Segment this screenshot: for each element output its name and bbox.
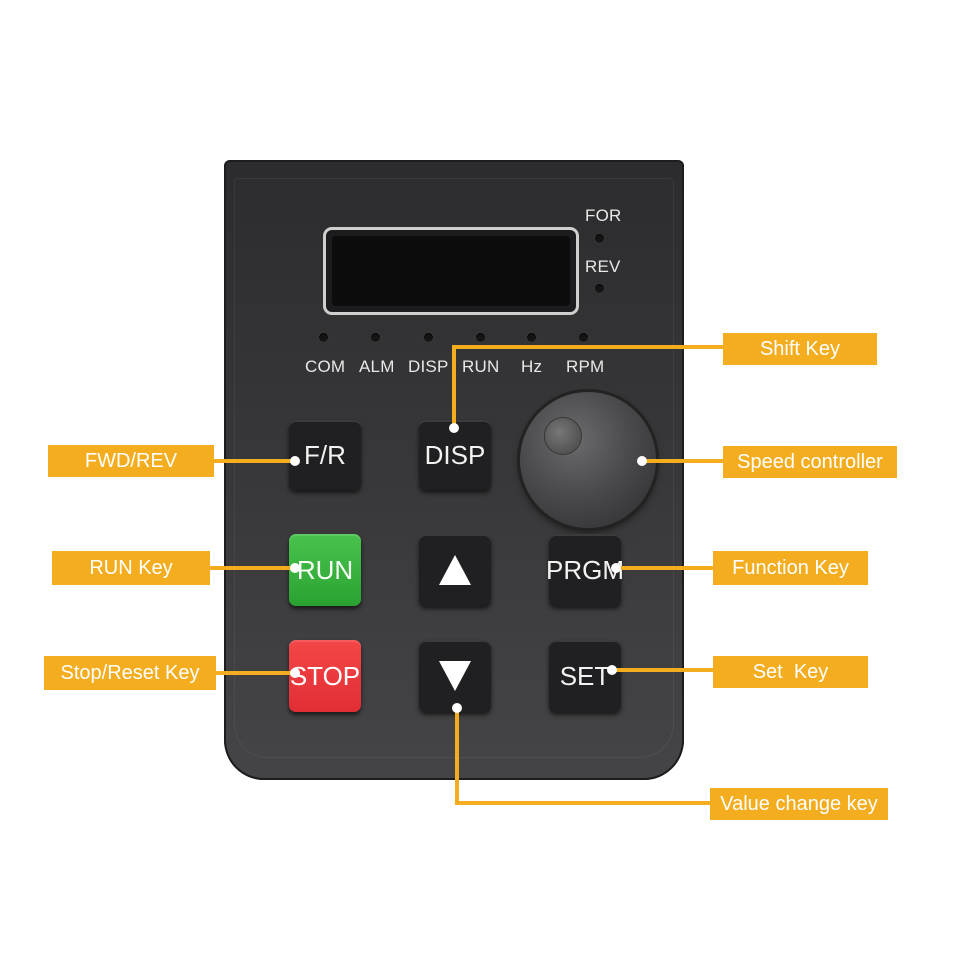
indicator-label-rpm: RPM <box>566 357 605 376</box>
stop-button-label: STOP <box>289 660 361 691</box>
pin-run <box>290 563 300 573</box>
callout-speed-controller-text: Speed controller <box>737 450 883 473</box>
pin-shift <box>449 423 459 433</box>
leader-line-shift <box>452 345 724 349</box>
run-button-label: RUN <box>296 554 354 585</box>
leader-line-shift-vertical <box>452 345 456 431</box>
set-button-label: SET <box>559 660 611 691</box>
leader-line-stop <box>216 671 298 675</box>
leader-line-run <box>210 566 299 570</box>
callout-run-key: RUN Key <box>52 551 210 585</box>
callout-speed-controller: Speed controller <box>723 446 897 478</box>
leader-line-value <box>455 801 711 805</box>
led-disp <box>424 333 433 342</box>
fr-button-label: F/R <box>304 439 346 470</box>
pin-value <box>452 703 462 713</box>
triangle-up-icon <box>439 555 471 585</box>
callout-run-key-text: RUN Key <box>89 556 173 579</box>
prgm-button[interactable]: PRGM <box>546 534 624 606</box>
leader-line-fwd-rev <box>214 459 299 463</box>
lcd-display <box>332 236 570 306</box>
indicator-label-disp: DISP <box>408 357 449 376</box>
callout-shift-key-text: Shift Key <box>759 337 841 360</box>
led-run <box>476 333 485 342</box>
triangle-down-icon <box>439 661 471 691</box>
led-alm <box>371 333 380 342</box>
led-rpm <box>579 333 588 342</box>
run-button[interactable]: RUN <box>289 534 361 606</box>
callout-function-key: Function Key <box>713 551 868 585</box>
indicator-label-alm: ALM <box>359 357 395 376</box>
led-for <box>595 234 604 243</box>
leader-line-speed <box>641 459 724 463</box>
indicator-label-com: COM <box>305 357 346 376</box>
callout-value-change-key-text: Value change key <box>720 792 878 815</box>
pin-set <box>607 665 617 675</box>
callout-fwd-rev: FWD/REV <box>48 445 214 477</box>
callout-shift-key: Shift Key <box>723 333 877 365</box>
callout-fwd-rev-text: FWD/REV <box>84 449 178 472</box>
down-button[interactable] <box>419 640 491 712</box>
indicator-label-run: RUN <box>462 357 500 376</box>
leader-line-set <box>610 668 714 672</box>
leader-line-value-vertical <box>455 708 459 805</box>
pin-speed <box>637 456 647 466</box>
pin-function <box>611 563 621 573</box>
indicator-label-for: FOR <box>585 206 622 225</box>
indicator-label-rev: REV <box>585 257 621 276</box>
callout-stop-reset-key: Stop/Reset Key <box>44 656 216 690</box>
led-hz <box>527 333 536 342</box>
callout-stop-reset-key-text: Stop/Reset Key <box>60 661 200 684</box>
led-rev <box>595 284 604 293</box>
disp-button[interactable]: DISP <box>419 420 491 490</box>
set-button[interactable]: SET <box>549 640 621 712</box>
up-button[interactable] <box>419 534 491 606</box>
led-com <box>319 333 328 342</box>
disp-button-label: DISP <box>424 439 486 470</box>
callout-function-key-text: Function Key <box>732 556 849 579</box>
indicator-label-hz: Hz <box>521 357 543 376</box>
knob-indicator <box>545 418 581 454</box>
leader-line-function <box>612 566 714 570</box>
pin-stop <box>290 668 300 678</box>
speed-control-knob[interactable] <box>520 392 656 528</box>
callout-value-change-key: Value change key <box>710 788 888 820</box>
pin-fwd-rev <box>290 456 300 466</box>
callout-set-key-text: Set Key <box>752 660 829 683</box>
fr-button[interactable]: F/R <box>289 420 361 490</box>
callout-set-key: Set Key <box>713 656 868 688</box>
stop-button[interactable]: STOP <box>289 640 361 712</box>
